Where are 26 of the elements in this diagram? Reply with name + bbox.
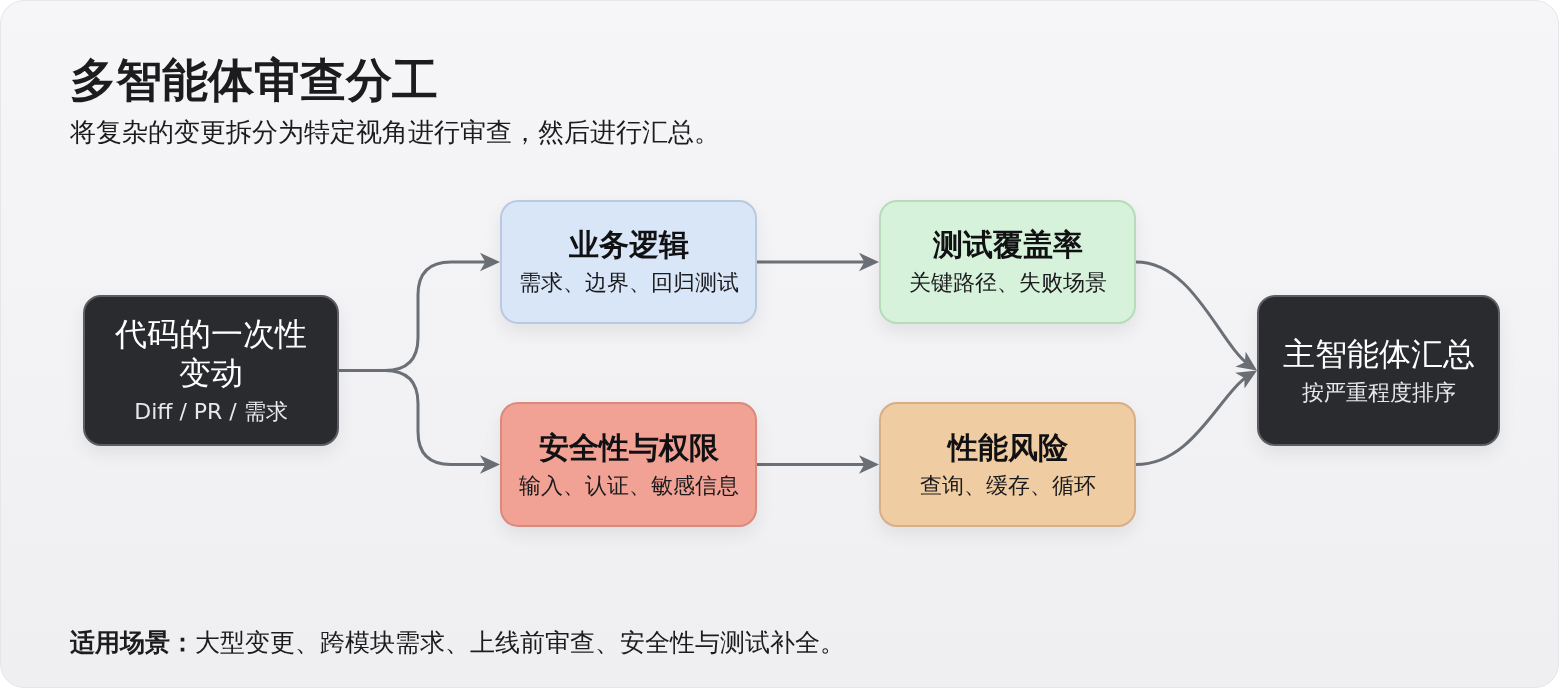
process-box	[500, 200, 757, 324]
arrow	[757, 455, 879, 474]
node-title: 代码的一次性变动	[114, 315, 308, 393]
node-subtitle: 需求、边界、回归测试	[518, 269, 739, 297]
process-box	[879, 200, 1136, 324]
dark-box	[1257, 295, 1500, 446]
dark-box	[83, 295, 339, 446]
node-subtitle: Diff / PR / 需求	[134, 398, 288, 426]
node-subtitle: 关键路径、失败场景	[908, 269, 1107, 297]
node-title: 业务逻辑	[568, 227, 689, 264]
node-subtitle: 输入、认证、敏感信息	[518, 471, 739, 500]
arrow	[1135, 260, 1257, 372]
node-subtitle: 按严重程度排序	[1301, 378, 1456, 407]
node-title: 测试覆盖率	[932, 227, 1083, 264]
node-title: 安全性与权限	[538, 429, 719, 466]
arrow	[757, 252, 879, 272]
process-box	[500, 402, 757, 527]
node-subtitle: 查询、缓存、循环	[919, 471, 1096, 500]
process-box	[879, 402, 1136, 527]
arrow	[1135, 369, 1257, 466]
node-title: 性能风险	[947, 429, 1068, 466]
node-title: 主智能体汇总	[1282, 334, 1475, 373]
title: 多智能体审查分工	[70, 52, 438, 109]
note: 适用场景：大型变更、跨模块需求、上线前审查、安全性与测试补全。	[70, 627, 845, 659]
subtitle: 将复杂的变更拆分为特定视角进行审查，然后进行汇总。	[70, 116, 720, 149]
arrow	[339, 369, 500, 474]
